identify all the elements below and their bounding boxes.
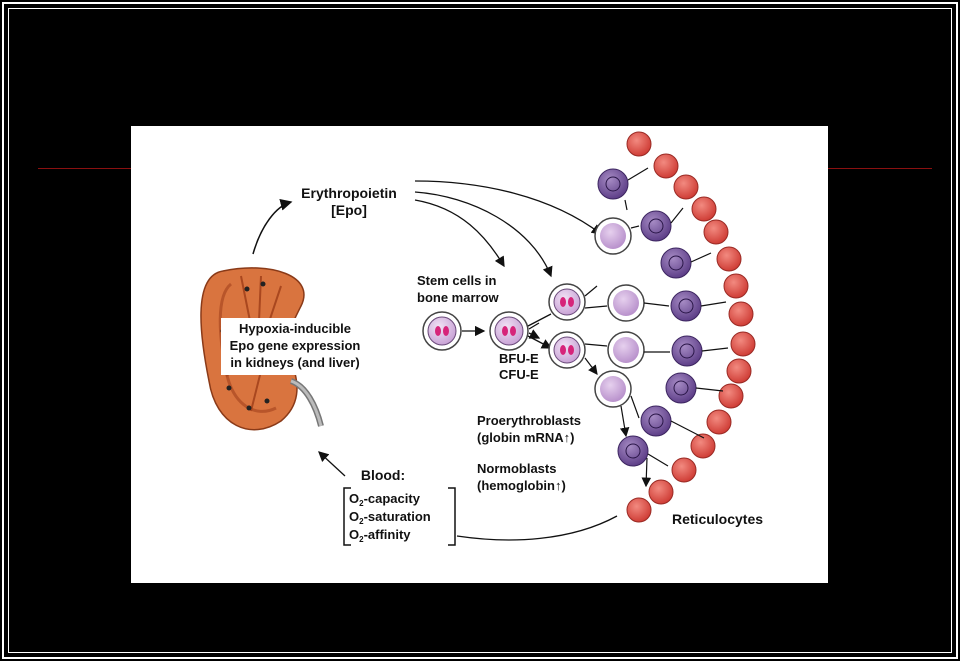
- progenitor-cell: [489, 311, 529, 351]
- slide-inner-border: [8, 8, 952, 653]
- normoblast-cell: [665, 372, 697, 404]
- kidney-label-line1: Hypoxia-inducible: [239, 321, 351, 336]
- kidney-label-line2: Epo gene expression: [230, 338, 361, 353]
- normoblast-cell: [640, 210, 672, 242]
- blood-brackets: [343, 487, 456, 546]
- proerythroblast-cell: [607, 284, 645, 322]
- proerythroblasts-label-line1: Proerythroblasts: [477, 413, 581, 428]
- bfu-e-cell: [548, 283, 586, 321]
- stem-cell-label-line2: bone marrow: [417, 290, 500, 305]
- normoblasts-label-line1: Normoblasts: [477, 461, 556, 476]
- reticulocyte-cells: [626, 131, 756, 523]
- stem-cell-label-line1: Stem cells in: [417, 273, 497, 288]
- reticulocytes-label: Reticulocytes: [672, 511, 763, 527]
- normoblast-cell: [640, 405, 672, 437]
- cfu-e-cell: [548, 331, 586, 369]
- proerythroblast-cell: [594, 370, 632, 408]
- o2-saturation-label: O2-saturation: [349, 509, 431, 526]
- epo-abbrev-label: [Epo]: [331, 202, 367, 218]
- o2-affinity-label: O2-affinity: [349, 527, 411, 544]
- normoblast-cell: [617, 435, 649, 467]
- title-rule-right: [828, 168, 932, 169]
- title-rule-left: [38, 168, 132, 169]
- proerythroblast-cells: [594, 217, 645, 408]
- proerythroblast-cell: [607, 331, 645, 369]
- stem-cell: [422, 311, 462, 351]
- progenitor-fork-arrows: [529, 322, 539, 338]
- up-arrow-icon: ↑: [564, 430, 571, 445]
- normoblast-cell: [671, 335, 703, 367]
- up-arrow-icon: ↑: [555, 478, 562, 493]
- proerythroblasts-label-line2: (globin mRNA↑): [477, 430, 575, 445]
- normoblast-cell: [670, 290, 702, 322]
- erythropoiesis-diagram: Hypoxia-inducible Epo gene expression in…: [200, 131, 763, 546]
- normoblast-cell: [660, 247, 692, 279]
- normoblast-cell: [597, 168, 629, 200]
- kidney-to-epo-arrow: [252, 198, 293, 255]
- cfu-e-label: CFU-E: [499, 367, 539, 382]
- proerythroblast-to-normoblast-arrows: [621, 199, 670, 436]
- erythropoiesis-diagram-panel: Hypoxia-inducible Epo gene expression in…: [131, 126, 828, 583]
- normoblast-to-reticulocyte-arrows: [627, 167, 729, 486]
- blood-label: Blood:: [361, 467, 405, 483]
- epo-label: Erythropoietin: [301, 185, 397, 201]
- kidney-label-line3: in kidneys (and liver): [230, 355, 359, 370]
- cfu-to-proerythroblast-arrows: [584, 285, 608, 374]
- blood-to-kidney-arrow: [318, 451, 346, 477]
- epo-action-arrows: [414, 180, 603, 278]
- kidney-label-box: [221, 318, 373, 375]
- normoblasts-label-line2: (hemoglobin↑): [477, 478, 566, 493]
- reticulocytes-to-blood-line: [456, 515, 618, 541]
- proerythroblast-cell: [594, 217, 632, 255]
- bfu-e-label: BFU-E: [499, 351, 539, 366]
- normoblast-cells: [597, 168, 703, 467]
- o2-capacity-label: O2-capacity: [349, 491, 421, 508]
